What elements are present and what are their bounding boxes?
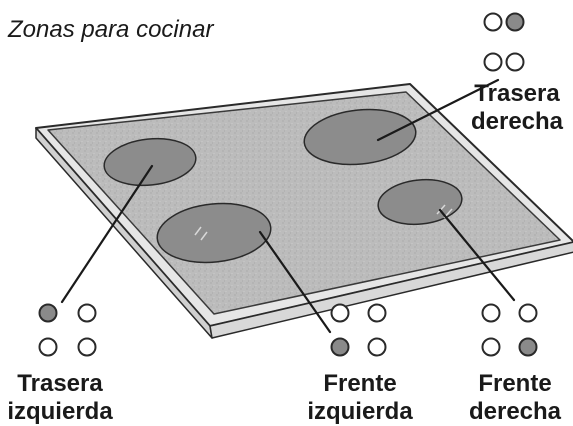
indicator-rear-left bbox=[38, 303, 97, 357]
leader-line-front-right bbox=[438, 208, 516, 302]
indicator-dot bbox=[367, 303, 387, 323]
indicator-front-right bbox=[481, 303, 538, 357]
leader-line-rear-left bbox=[60, 164, 154, 304]
indicator-dot bbox=[38, 337, 58, 357]
indicator-dot-active bbox=[330, 337, 350, 357]
indicator-dot bbox=[481, 337, 501, 357]
zone-label-line: Trasera bbox=[474, 80, 560, 107]
indicator-dot bbox=[77, 303, 97, 323]
zone-label-front-left: Frente izquierda bbox=[298, 370, 422, 426]
zone-label-rear-right: Trasera derecha bbox=[462, 80, 572, 136]
cooktop-front-edge bbox=[209, 241, 573, 339]
zone-label-line: derecha bbox=[468, 398, 562, 425]
leader-line-front-left bbox=[258, 230, 332, 334]
indicator-dot bbox=[481, 303, 501, 323]
burner-front-left bbox=[156, 202, 272, 264]
indicator-dot-active bbox=[38, 303, 58, 323]
diagram-title: Zonas para cocinar bbox=[8, 16, 214, 43]
indicator-dot bbox=[367, 337, 387, 357]
indicator-dot bbox=[330, 303, 350, 323]
indicator-dot-active bbox=[518, 337, 538, 357]
burner-rear-right bbox=[303, 108, 417, 166]
indicator-dot bbox=[505, 52, 525, 72]
zone-label-line: Frente bbox=[323, 370, 397, 397]
indicator-dot-active bbox=[505, 12, 525, 32]
indicator-rear-right bbox=[483, 12, 525, 72]
zone-label-line: izquierda bbox=[307, 398, 413, 425]
indicator-dot bbox=[483, 52, 503, 72]
indicator-front-left bbox=[330, 303, 387, 357]
burner-front-right bbox=[377, 178, 463, 226]
leader-lines bbox=[60, 78, 516, 334]
zone-label-front-right: Frente derecha bbox=[457, 370, 573, 426]
leader-line-rear-right bbox=[376, 78, 500, 142]
indicator-dot bbox=[518, 303, 538, 323]
zone-label-line: derecha bbox=[470, 108, 564, 135]
burner-rear-left bbox=[103, 137, 197, 187]
zone-label-line: izquierda bbox=[7, 398, 113, 425]
indicator-dot bbox=[77, 337, 97, 357]
zone-label-line: Frente bbox=[478, 370, 552, 397]
zone-label-line: Trasera bbox=[17, 370, 103, 397]
indicator-dot bbox=[483, 12, 503, 32]
zone-label-rear-left: Trasera izquierda bbox=[0, 370, 120, 426]
